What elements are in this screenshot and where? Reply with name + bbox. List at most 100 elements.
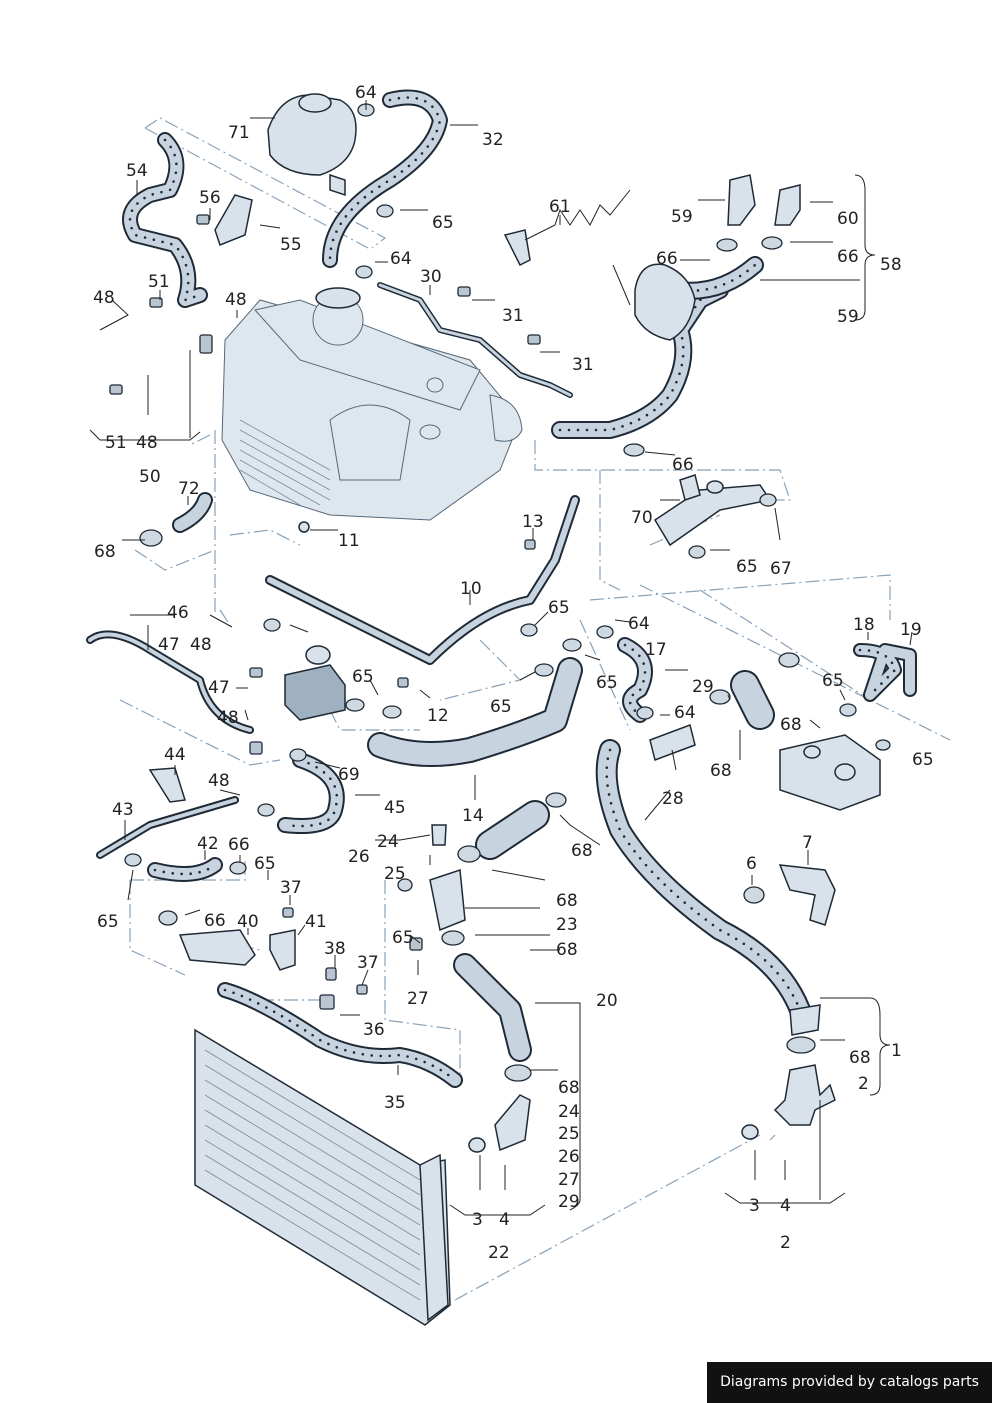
callout-31: 31 — [572, 355, 594, 375]
callout-2: 2 — [858, 1074, 869, 1094]
callout-70: 70 — [631, 508, 653, 528]
callout-25: 25 — [384, 864, 406, 884]
callout-3: 3 — [472, 1210, 483, 1230]
callout-51: 51 — [105, 433, 127, 453]
callout-68: 68 — [710, 761, 732, 781]
callout-64: 64 — [674, 703, 696, 723]
callout-65: 65 — [490, 697, 512, 717]
callout-27: 27 — [407, 989, 429, 1009]
callout-19: 19 — [900, 620, 922, 640]
callout-1: 1 — [891, 1041, 902, 1061]
leader-lines — [89, 100, 913, 1216]
callout-36: 36 — [363, 1020, 385, 1040]
callout-24: 24 — [558, 1102, 580, 1122]
callout-48: 48 — [208, 771, 230, 791]
callout-43: 43 — [112, 800, 134, 820]
callout-38: 38 — [324, 939, 346, 959]
callout-35: 35 — [384, 1093, 406, 1113]
callout-12: 12 — [427, 706, 449, 726]
callout-65: 65 — [352, 667, 374, 687]
callout-46: 46 — [167, 603, 189, 623]
callout-26: 26 — [558, 1147, 580, 1167]
callout-65: 65 — [736, 557, 758, 577]
callout-64: 64 — [355, 83, 377, 103]
callout-51: 51 — [148, 272, 170, 292]
callout-47: 47 — [208, 678, 230, 698]
callout-10: 10 — [460, 579, 482, 599]
callout-55: 55 — [280, 235, 302, 255]
callout-13: 13 — [522, 512, 544, 532]
callout-50: 50 — [139, 467, 161, 487]
callout-labels: 64 71 32 54 56 65 55 64 61 59 60 66 66 5… — [93, 83, 934, 1263]
callout-42: 42 — [197, 834, 219, 854]
callout-17: 17 — [645, 640, 667, 660]
callout-66: 66 — [656, 249, 678, 269]
callout-44: 44 — [164, 745, 186, 765]
callout-29: 29 — [558, 1192, 580, 1212]
callout-65: 65 — [432, 213, 454, 233]
callout-24: 24 — [377, 832, 399, 852]
callout-3: 3 — [749, 1196, 760, 1216]
callout-31: 31 — [502, 306, 524, 326]
callout-23: 23 — [556, 915, 578, 935]
callout-41: 41 — [305, 912, 327, 932]
callout-30: 30 — [420, 267, 442, 287]
callout-11: 11 — [338, 531, 360, 551]
callout-54: 54 — [126, 161, 148, 181]
callout-64: 64 — [628, 614, 650, 634]
callout-48: 48 — [190, 635, 212, 655]
callout-28: 28 — [662, 789, 684, 809]
callout-65: 65 — [97, 912, 119, 932]
callout-68: 68 — [556, 891, 578, 911]
components — [109, 93, 891, 1326]
callout-14: 14 — [462, 806, 484, 826]
callout-47: 47 — [158, 635, 180, 655]
callout-67: 67 — [770, 559, 792, 579]
callout-65: 65 — [548, 598, 570, 618]
callout-40: 40 — [237, 912, 259, 932]
callout-66: 66 — [204, 911, 226, 931]
callout-65: 65 — [912, 750, 934, 770]
callout-66: 66 — [837, 247, 859, 267]
callout-48: 48 — [217, 708, 239, 728]
callout-65: 65 — [822, 671, 844, 691]
callout-65: 65 — [392, 928, 414, 948]
callout-71: 71 — [228, 123, 250, 143]
callout-69: 69 — [338, 765, 360, 785]
callout-72: 72 — [178, 479, 200, 499]
callout-65: 65 — [596, 673, 618, 693]
callout-61: 61 — [549, 197, 571, 217]
callout-29: 29 — [692, 677, 714, 697]
callout-58: 58 — [880, 255, 902, 275]
callout-6: 6 — [746, 854, 757, 874]
callout-4: 4 — [780, 1196, 791, 1216]
callout-48: 48 — [225, 290, 247, 310]
callout-68: 68 — [780, 715, 802, 735]
callout-66: 66 — [228, 835, 250, 855]
callout-65: 65 — [254, 854, 276, 874]
callout-22: 22 — [488, 1243, 510, 1263]
callout-4: 4 — [499, 1210, 510, 1230]
callout-68: 68 — [556, 940, 578, 960]
callout-37: 37 — [357, 953, 379, 973]
engine-block-illustration — [221, 287, 523, 521]
callout-2: 2 — [780, 1233, 791, 1253]
callout-48: 48 — [136, 433, 158, 453]
callout-68: 68 — [571, 841, 593, 861]
callout-32: 32 — [482, 130, 504, 150]
callout-59: 59 — [837, 307, 859, 327]
callout-27: 27 — [558, 1170, 580, 1190]
callout-45: 45 — [384, 798, 406, 818]
callout-26: 26 — [348, 847, 370, 867]
callout-7: 7 — [802, 833, 813, 853]
callout-68: 68 — [94, 542, 116, 562]
callout-48: 48 — [93, 288, 115, 308]
callout-64: 64 — [390, 249, 412, 269]
footer-credit: Diagrams provided by catalogs parts — [707, 1362, 992, 1403]
callout-56: 56 — [199, 188, 221, 208]
callout-68: 68 — [558, 1078, 580, 1098]
callout-18: 18 — [853, 615, 875, 635]
callout-68: 68 — [849, 1048, 871, 1068]
callout-25: 25 — [558, 1124, 580, 1144]
